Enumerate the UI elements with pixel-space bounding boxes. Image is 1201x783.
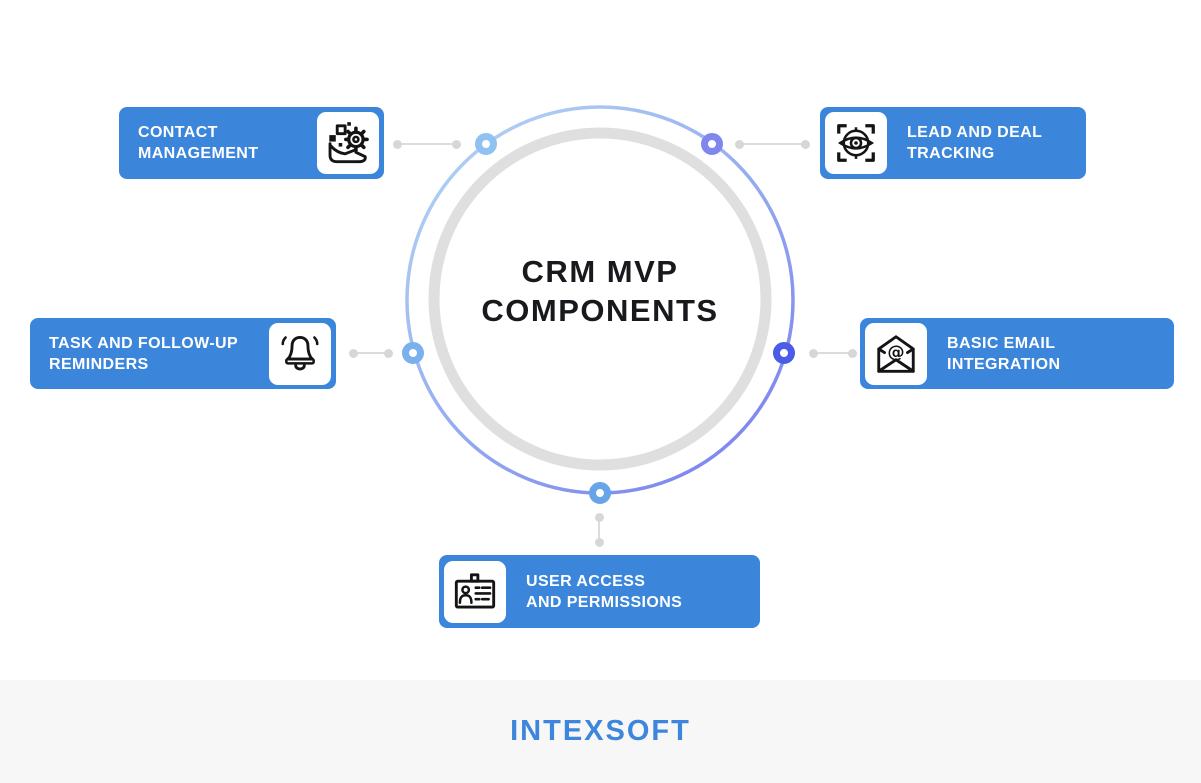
connector-line-top-left bbox=[397, 143, 456, 145]
card-label-line2: INTEGRATION bbox=[947, 355, 1061, 373]
card-label: CONTACT MANAGEMENT bbox=[138, 122, 258, 164]
connector-dot bbox=[393, 140, 402, 149]
connector-dot bbox=[595, 538, 604, 547]
card-label-line1: USER ACCESS bbox=[526, 572, 646, 590]
page-title-line1: CRM MVP bbox=[521, 254, 679, 289]
connector-line-bottom bbox=[598, 517, 600, 542]
connector-dot bbox=[349, 349, 358, 358]
card-label: USER ACCESS AND PERMISSIONS bbox=[526, 571, 682, 613]
ring-node-right bbox=[773, 342, 795, 364]
connector-dot bbox=[735, 140, 744, 149]
card-user-access-permissions: USER ACCESS AND PERMISSIONS bbox=[439, 555, 760, 628]
footer-bar: INTEXSOFT bbox=[0, 680, 1201, 783]
open-envelope-at-icon: @ bbox=[877, 334, 915, 373]
svg-text:@: @ bbox=[887, 342, 904, 362]
icon-tile: @ bbox=[865, 322, 927, 385]
ring-node-left bbox=[402, 342, 424, 364]
icon-tile bbox=[444, 560, 506, 623]
card-label-line1: TASK AND FOLLOW-UP bbox=[49, 334, 239, 352]
ring-node-top-left bbox=[475, 133, 497, 155]
intexsoft-logo: INTEXSOFT bbox=[510, 715, 691, 747]
connector-line-right bbox=[813, 352, 853, 354]
card-task-followup-reminders: TASK AND FOLLOW-UP REMINDERS bbox=[30, 318, 336, 389]
card-label: TASK AND FOLLOW-UP REMINDERS bbox=[49, 333, 238, 375]
card-label-line1: LEAD AND DEAL bbox=[907, 124, 1043, 141]
connector-dot bbox=[384, 349, 393, 358]
card-label-line1: BASIC EMAIL bbox=[947, 334, 1056, 352]
card-label-line2: REMINDERS bbox=[49, 355, 149, 373]
connector-dot bbox=[801, 140, 810, 149]
card-basic-email-integration: @ BASIC EMAIL INTEGRATION bbox=[860, 318, 1174, 389]
page-title-line2: COMPONENTS bbox=[481, 293, 719, 328]
ring-node-top-right bbox=[701, 133, 723, 155]
card-contact-management: CONTACT MANAGEMENT bbox=[119, 107, 384, 179]
card-label: LEAD AND DEAL TRACKING bbox=[907, 122, 1042, 164]
icon-tile bbox=[825, 112, 887, 174]
icon-tile bbox=[317, 112, 379, 174]
connector-dot bbox=[452, 140, 461, 149]
id-badge-icon bbox=[454, 572, 496, 609]
card-label-line1: CONTACT bbox=[138, 124, 218, 141]
page-title: CRM MVP COMPONENTS bbox=[400, 252, 800, 330]
eye-target-icon bbox=[837, 124, 875, 162]
card-lead-deal-tracking: LEAD AND DEAL TRACKING bbox=[820, 107, 1086, 179]
connector-dot bbox=[848, 349, 857, 358]
icon-tile bbox=[269, 322, 331, 385]
connector-line-left bbox=[353, 352, 389, 354]
bell-icon bbox=[281, 335, 319, 371]
connector-line-top-right bbox=[739, 143, 806, 145]
card-label-line2: TRACKING bbox=[907, 145, 995, 162]
card-label-line2: MANAGEMENT bbox=[138, 145, 259, 162]
ring-node-bottom bbox=[589, 482, 611, 504]
hand-gear-icon bbox=[328, 122, 369, 164]
connector-dot bbox=[809, 349, 818, 358]
card-label: BASIC EMAIL INTEGRATION bbox=[947, 333, 1060, 375]
card-label-line2: AND PERMISSIONS bbox=[526, 593, 683, 611]
connector-dot bbox=[595, 513, 604, 522]
